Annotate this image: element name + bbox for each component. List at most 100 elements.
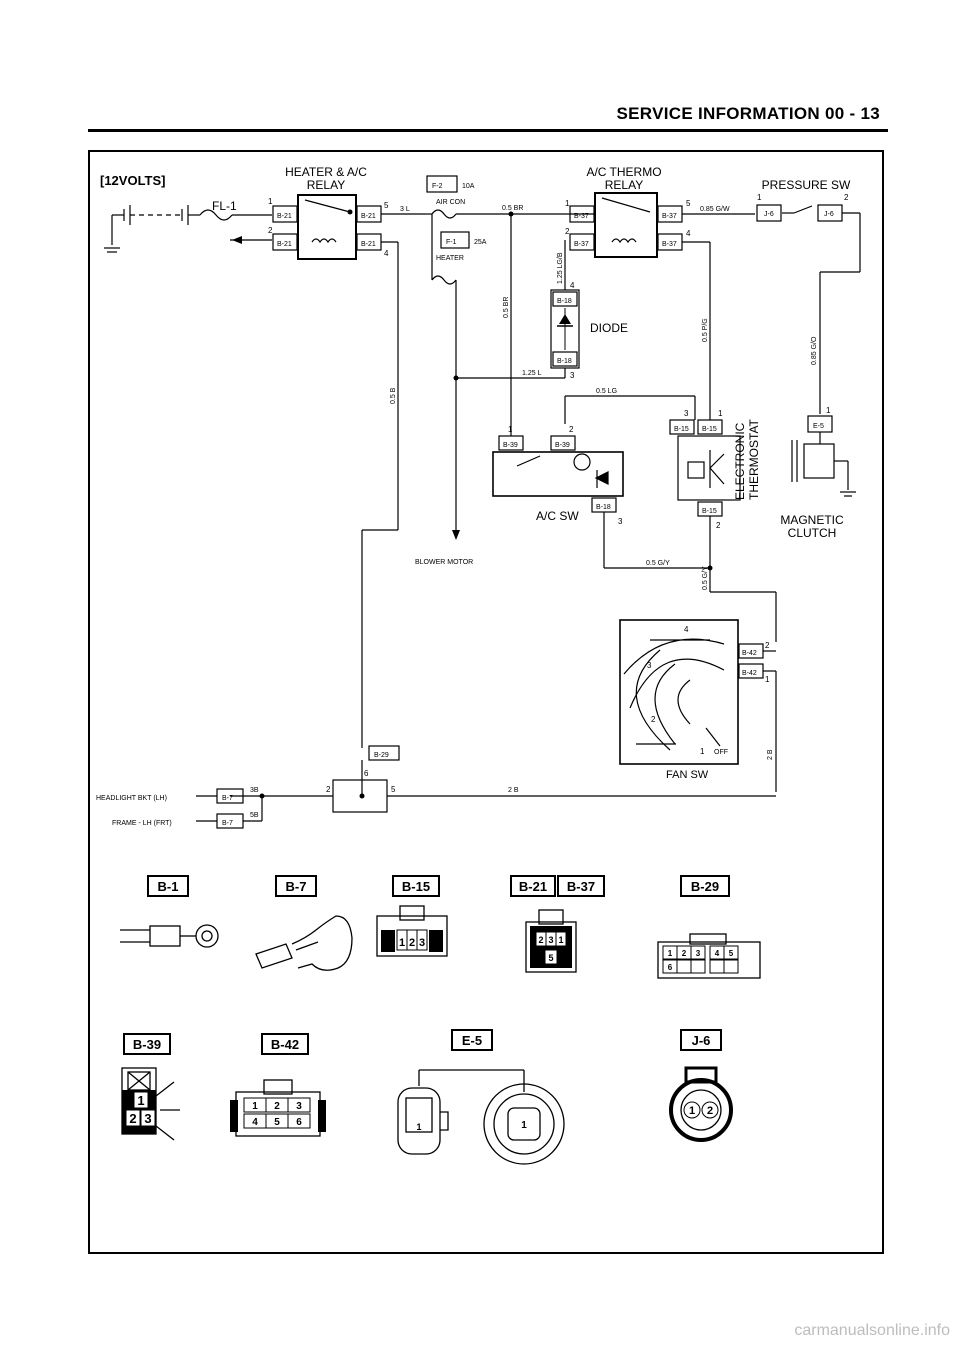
connector-tag-label: B-21 — [519, 879, 547, 894]
pin-number: 2 — [326, 785, 331, 794]
connector-label: E-5 — [813, 423, 824, 430]
connector-cavity — [690, 959, 706, 974]
connector-latch — [429, 930, 443, 952]
electronic-thermostat-box — [677, 435, 741, 501]
fan-sw-contacts — [623, 638, 725, 745]
connector-tag-b7 — [275, 875, 317, 897]
connector-label: B-37 — [662, 241, 677, 248]
connector-label: B-15 — [674, 426, 689, 433]
connector-tag-b21 — [510, 875, 556, 897]
wire-label: 0.5 P/G — [702, 318, 709, 342]
connector-label: B-15 — [702, 508, 717, 515]
blower-motor-arrow — [452, 530, 460, 540]
fan-sw-rotor — [677, 679, 691, 725]
connector-tag-label: B-37 — [567, 879, 595, 894]
connector-cavity — [544, 949, 558, 965]
connector-label: J-6 — [824, 211, 834, 218]
connector-tag-e5 — [451, 1029, 493, 1051]
cavity-number: 5 — [729, 949, 734, 958]
junction-dot — [359, 793, 365, 799]
cavity-number: 3 — [144, 1111, 151, 1126]
fuse-f2-rating: 10A — [462, 183, 475, 190]
cavity-number: 1 — [668, 949, 673, 958]
pin-number: 2 — [844, 193, 849, 202]
pin-number: 2 — [716, 521, 721, 530]
wire-label: 0.5 G/Y — [646, 560, 670, 567]
fan-sw-label: FAN SW — [666, 769, 709, 781]
pin-number: 4 — [684, 625, 689, 634]
connector-b37-box — [569, 233, 595, 251]
pin-number: 2 — [569, 425, 574, 434]
pressure-switch-arm — [793, 205, 813, 214]
connector-tag-b15 — [392, 875, 440, 897]
connector-tag-b29 — [680, 875, 730, 897]
fuse-f2-name: AIR CON — [436, 199, 465, 206]
connector-label: B-21 — [277, 241, 292, 248]
header-rule — [88, 129, 888, 132]
wire-label: 1.25 L — [522, 370, 542, 377]
connector-tag-label: B-1 — [158, 879, 179, 894]
connector-tag-label: J-6 — [692, 1033, 711, 1048]
connector-cavity — [701, 1101, 719, 1119]
fuse-f2-box — [426, 175, 458, 193]
connector-label: B-21 — [361, 241, 376, 248]
connector-label: B-42 — [742, 650, 757, 657]
connector-cavity — [133, 1091, 149, 1109]
wire-label: 3 L — [400, 206, 410, 213]
fan-sw-off-label: OFF — [714, 749, 728, 756]
heater-ac-relay-label: HEATER & A/C — [285, 165, 367, 179]
ac-switch-arm — [516, 455, 541, 467]
connector-tag-label: B-39 — [133, 1037, 161, 1052]
connector-cavity — [416, 929, 428, 951]
pin-number: 1 — [700, 747, 705, 756]
magnetic-clutch-body — [803, 443, 835, 479]
connector-tag-label: E-5 — [462, 1033, 482, 1048]
ac-sw-diode — [594, 471, 609, 485]
ac-thermo-relay-box — [594, 192, 658, 258]
connector-tag-b42 — [261, 1033, 309, 1055]
connector-label: B-18 — [596, 504, 611, 511]
watermark: carmanualsonline.info — [794, 1322, 950, 1339]
pin-number: 1 — [268, 197, 273, 206]
cavity-number: 2 — [274, 1101, 280, 1112]
wire-label: 0.5 BR — [502, 205, 523, 212]
relay-coil — [311, 238, 337, 244]
connector-latch — [230, 1100, 238, 1132]
cavity-number: 2 — [707, 1105, 713, 1117]
connector-label: J-6 — [764, 211, 774, 218]
connector-label: B-18 — [557, 298, 572, 305]
wire-label: 0.85 G/O — [811, 336, 818, 365]
j6-connector-body — [669, 1066, 733, 1142]
connector-b18-box — [552, 351, 578, 367]
connector-label: B-37 — [574, 213, 589, 220]
connector-tag-b39 — [123, 1033, 171, 1055]
fuse-f1-box — [440, 231, 470, 249]
b21-b37-connector-body — [525, 909, 577, 973]
connector-cavity — [125, 1109, 141, 1127]
pressure-sw-label: PRESSURE SW — [762, 178, 851, 192]
connector-cavity — [555, 931, 567, 947]
relay-contact-arm — [304, 199, 351, 213]
connector-label: B-7 — [222, 795, 233, 802]
b7-ring-terminal — [255, 915, 353, 971]
pin-number: 2 — [765, 641, 770, 650]
junction-dot — [707, 565, 713, 571]
e5-connector-body — [397, 1069, 565, 1165]
b29-connector-body — [657, 933, 761, 979]
connector-cavity — [287, 1097, 311, 1113]
fusible-link-symbol — [199, 209, 233, 221]
connector-b37-box — [569, 205, 595, 223]
connector-label: B-37 — [574, 241, 589, 248]
relay-input-arrow — [232, 236, 242, 244]
ac-sw-label: A/C SW — [536, 509, 579, 523]
connector-tag-label: B-42 — [271, 1037, 299, 1052]
connector-cavity — [287, 1113, 311, 1129]
system-voltage-label: [12VOLTS] — [100, 173, 166, 188]
cavity-number: 2 — [129, 1111, 136, 1126]
junction-dot — [453, 375, 459, 381]
cavity-number: 4 — [715, 949, 720, 958]
pin-number: 2 — [651, 715, 656, 724]
pin-number: 3 — [618, 517, 623, 526]
fuse-f1-id: F-1 — [446, 239, 457, 246]
